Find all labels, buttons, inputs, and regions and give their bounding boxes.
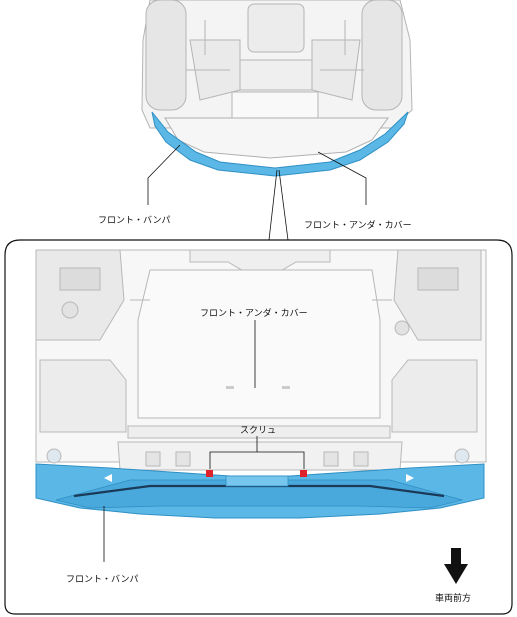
callout-left-line (268, 169, 278, 241)
detail-front-bumper (35, 463, 485, 519)
detail-screw-label: スクリュ (240, 425, 276, 436)
detail-front-under-cover-label: フロント・アンダ・カバー (200, 307, 308, 319)
overview-front-bumper-label: フロント・バンパ (98, 215, 170, 226)
detail-front-bumper-label: フロント・バンパ (66, 574, 138, 585)
detail-view: フロント・アンダ・カバー スクリュ フロント・バンパ 車両前方 (35, 249, 487, 604)
screw-marker-icon (206, 470, 213, 477)
callout-right-line (278, 169, 289, 241)
down-arrow-icon (444, 548, 468, 584)
overview-view: フロント・バンパ フロント・アンダ・カバー (98, 0, 413, 231)
screw-marker-icon (300, 470, 307, 477)
overview-chassis (141, 0, 413, 129)
overview-front-under-cover-label: フロント・アンダ・カバー (304, 219, 412, 231)
vehicle-front-direction-label: 車両前方 (435, 592, 471, 604)
overview-front-bumper (151, 111, 409, 177)
overview-bumper-leader (147, 144, 181, 205)
detail-chassis (35, 249, 487, 471)
overview-cover-leader (317, 151, 367, 205)
